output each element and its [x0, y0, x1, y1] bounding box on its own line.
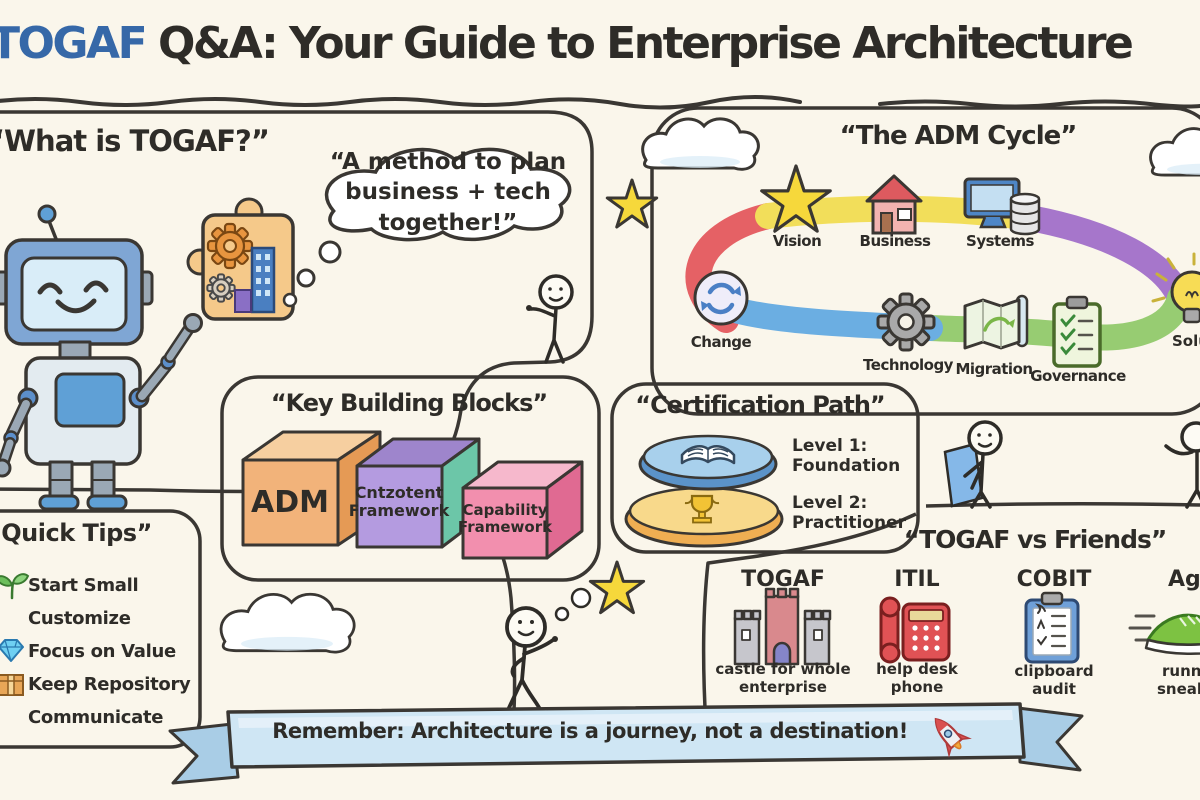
adm-cycle-band: [685, 195, 1193, 351]
star-icon: [607, 180, 656, 227]
gear-icon: [206, 273, 236, 303]
gear-icon: [206, 222, 254, 270]
puzzle-piece-icon: [186, 197, 295, 321]
ribbon-banner: [168, 702, 1084, 785]
panel-key-building-blocks: [220, 375, 601, 582]
cube-content-framework: [355, 437, 481, 549]
document-icon: [943, 442, 984, 508]
gear-icon: [876, 292, 936, 352]
panel-adm-cycle: [650, 106, 1200, 416]
antenna-icon: [37, 204, 57, 224]
robot-right-arm: [135, 313, 203, 403]
rocket-icon: [934, 717, 972, 759]
trophy-icon: [684, 494, 720, 524]
package-icon: [0, 674, 24, 696]
certification-discs: [624, 434, 784, 548]
castle-icon: [733, 587, 832, 666]
stick-figure: [505, 587, 592, 714]
ground-line-right: [925, 501, 1200, 508]
database-icon: [1009, 192, 1041, 236]
map-icon: [963, 294, 1029, 350]
cloud-icon: [221, 594, 354, 652]
diamond-icon: [0, 639, 24, 662]
clipboard-check-icon: [1052, 295, 1102, 368]
lightbulb-icon: [1151, 252, 1200, 324]
seedling-icon: [0, 573, 30, 600]
clipboard-icon: [1024, 591, 1080, 664]
book-icon: [680, 445, 736, 465]
buildings-icon: [234, 246, 276, 314]
stick-figure: [526, 274, 574, 364]
divider-togaf-vs-friends: [701, 512, 917, 728]
cycle-arrows-icon: [693, 270, 749, 326]
cube-capability-framework: [461, 460, 584, 560]
panel-certification-path: [610, 382, 920, 554]
house-icon: [865, 174, 923, 235]
cloud-icon: [641, 117, 760, 171]
robot-face: [37, 280, 109, 314]
thought-bubble: [282, 149, 570, 308]
panel-quick-tips: [0, 509, 202, 749]
cloud-icon: [1149, 127, 1200, 177]
phone-icon: [879, 596, 951, 664]
vision-star-icon: [762, 166, 830, 231]
stick-figure: [1164, 421, 1200, 509]
star-icon: [590, 562, 643, 613]
robot-mascot: [0, 204, 203, 511]
sneaker-icon: [1128, 613, 1200, 655]
stick-figure: [943, 420, 1003, 509]
title-separator-line: [0, 95, 1200, 110]
computer-icon: [963, 177, 1041, 236]
robot-left-arm: [0, 397, 33, 478]
